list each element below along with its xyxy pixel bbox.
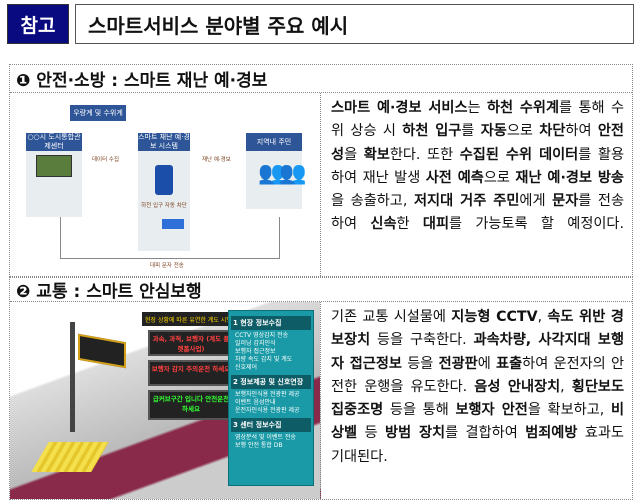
text-segment: 하여 운전자의 안전한 운행을 유도한다. [331,355,625,395]
display-board [78,333,126,369]
people-icon: 👥👥 [258,161,307,186]
step-item: 차량 속도 감지 및 계도 [235,356,293,363]
bold-text: 확보 [363,146,390,163]
bold-text: 차단 [539,123,566,140]
step-item: 운전자인식용 전광판 제공 [235,407,300,414]
residents-label: 지역내 주민 [246,133,302,151]
bold-text: 횡단보도 집중조명 [331,378,624,419]
step-item: 보행자인식용 전광판 제공 [235,391,300,398]
warning-label: 재난 예·경보 [202,157,231,163]
bold-text: 하천 수위계 [486,100,560,116]
text-segment: 는 [467,100,487,116]
bold-text: 문자 [552,193,579,210]
step-item: CCTV 영상감지 전송 [235,332,289,339]
bold-text: 스마트 예·경보 서비스 [331,100,468,116]
text-segment: 을 [344,146,364,163]
step-title: 1 현장 정보수집 [231,316,311,330]
banner: 현장 상황에 따른 유연한 계도 시행 [142,312,236,326]
text-segment: 를 결합하여 [445,425,526,442]
text-segment: 을 송출하고, [331,193,414,210]
text-segment: , [537,309,548,325]
step-item: 신호제어 [235,364,258,371]
bold-text: 표출 [496,355,523,372]
text-segment: 등을 통해 [383,402,456,419]
step-item: 일러닝 감지인식 [235,340,276,347]
gate-label: 하천 입구 자동 차단 [141,203,187,209]
bold-text: 신속 [370,216,397,233]
bold-text: 보행자 안전 [455,402,528,419]
text-segment: 에게 [519,193,553,210]
led-message: 급커브구간 입니다 안전운전 하세요 [148,390,234,420]
bold-text: 방범 장치 [385,425,446,442]
gauge-label: 우량계 및 수위계 [70,105,126,121]
text-segment: 를 활용하여 재난 발생 [331,146,624,186]
bold-text: 사전 예측 [425,169,484,186]
system-label: 스마트 재난 예·경보 시스템 [138,133,190,151]
bold-text: 과속차량, 사각지대 보행자 접근정보 [331,332,624,372]
data-collect-label: 데이터 수집 [92,157,120,163]
bold-text: 전광판 [438,355,478,372]
signal-pole [70,322,75,432]
section-traffic: ❷ 교통 : 스마트 안심보행 현장 상황에 따른 유연한 계도 시행 과속, … [9,277,633,500]
text-segment: 등을 [401,355,439,372]
led-message: 과속, 과적, 보행자 (계도 플랫폼사업) [148,330,234,356]
text-segment: 를 통해 수위 상승 시 [331,100,624,140]
text-segment: 한다. 또한 [389,146,460,163]
step-item: 보행자 접근정보 [235,348,276,355]
text-segment: 으로 [506,123,540,140]
reference-tag: 참고 [7,4,69,44]
section2-description: 기존 교통 시설물에 지능형 CCTV, 속도 위반 경보장치 등을 구축한다.… [321,302,632,499]
section-heading: ❷ 교통 : 스마트 안심보행 [10,278,632,302]
bold-text: 대피 [422,216,450,233]
page-title: 스마트서비스 분야별 주요 예시 [75,4,634,44]
section-heading: ❶ 안전·소방 : 스마트 재난 예·경보 [10,65,632,93]
bold-text: 지능형 CCTV [451,309,538,325]
step-item: 이벤트 음성안내 [235,399,276,406]
section1-description: 스마트 예·경보 서비스는 하천 수위계를 통해 수위 상승 시 하천 입구를 … [321,93,632,276]
crosswalk [31,442,109,472]
step-title: 2 정보제공 및 신호연장 [231,375,311,389]
gate-barrier-icon [162,219,184,229]
text-segment: 를 [461,123,481,140]
text-segment: 등을 구축한다. [370,332,474,349]
bold-text: 수집된 수위 데이터 [459,146,579,163]
bold-text: 범죄예방 [525,425,578,442]
text-segment: 등 [357,425,386,442]
bold-text: 저지대 거주 주민 [413,193,520,210]
text-segment: 한 [396,216,423,233]
bold-text: 음성 안내장치 [474,378,561,395]
text-segment: 기존 교통 시설물에 [331,309,452,325]
text-segment: 하여 [565,123,598,140]
step-item: 보행 안전 통합 DB [235,442,283,449]
sms-arrow [60,217,280,259]
smart-crosswalk-illustration: 현장 상황에 따른 유연한 계도 시행 과속, 과적, 보행자 (계도 플랫폼사… [10,302,321,499]
sms-label: 대피 문자 전송 [150,263,184,269]
text-segment: 효과도 기대된다. [331,425,624,465]
text-segment: 으로 [483,169,516,186]
step-item: 영상분석 및 이벤트 전송 [235,434,296,441]
text-segment: 에 [477,355,497,372]
monitor-wall-icon [36,155,72,177]
bold-text: 자동 [480,123,507,140]
text-segment: 을 확보하고, [527,402,611,419]
led-message: 보행자 감지 주의운전 하세요 [148,360,234,386]
bold-text: 하천 입구 [402,123,462,140]
section-safety: ❶ 안전·소방 : 스마트 재난 예·경보 우량계 및 수위계 ○○시 도시통합… [9,64,633,277]
bold-text: 비상벨 [331,402,625,442]
text-segment: , [560,378,572,395]
water-sensor-icon [155,165,173,195]
text-segment: 를 전송하여 [331,193,625,233]
bold-text: 속도 위반 경보장치 [331,309,624,349]
bold-text: 재난 예·경보 방송 [515,169,624,186]
step-title: 3 센터 정보수집 [231,418,311,432]
disaster-warning-diagram: 우량계 및 수위계 ○○시 도시통합관제센터 스마트 재난 예·경보 시스템 하… [10,93,321,276]
bold-text: 안전성 [331,123,624,163]
text-segment: 를 가능토록 할 예정이다. [449,216,624,233]
center-label: ○○시 도시통합관제센터 [26,133,82,151]
